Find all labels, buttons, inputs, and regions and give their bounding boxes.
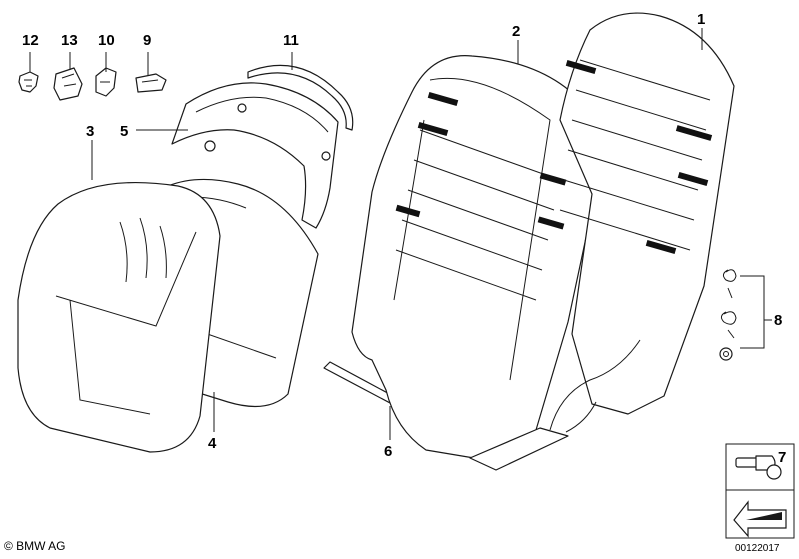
part-3-backrest-cover[interactable] [17,182,221,453]
part-9-clip[interactable] [135,73,167,93]
part-10-cap[interactable] [95,67,117,97]
part-13-clip[interactable] [53,67,83,101]
callout-7: 7 [778,449,786,466]
callout-5: 5 [120,123,128,140]
copyright-label: © BMW AG [4,539,66,553]
diagram-number: 00122017 [735,543,780,554]
callout-10: 10 [98,32,115,49]
part-8-bracket [740,275,772,349]
part-12-clip[interactable] [18,71,39,93]
part-8-spring[interactable] [719,269,737,361]
callout-1: 1 [697,11,705,28]
arrow-icon [733,500,787,538]
part-1-backrest-frame[interactable] [549,12,735,431]
callout-13: 13 [61,32,78,49]
part-11-gasket[interactable] [247,64,354,131]
callout-11: 11 [283,32,299,49]
cable-connector[interactable] [469,401,597,471]
callout-2: 2 [512,23,520,40]
callout-3: 3 [86,123,94,140]
callout-6: 6 [384,443,392,460]
callout-9: 9 [143,32,151,49]
part-7-inset[interactable]: 7 [725,443,795,539]
part-5-upper-panel[interactable] [171,82,339,229]
callout-8: 8 [774,312,782,329]
callout-4: 4 [208,435,217,452]
part-7-bolt [735,455,782,480]
callout-12: 12 [22,32,39,49]
